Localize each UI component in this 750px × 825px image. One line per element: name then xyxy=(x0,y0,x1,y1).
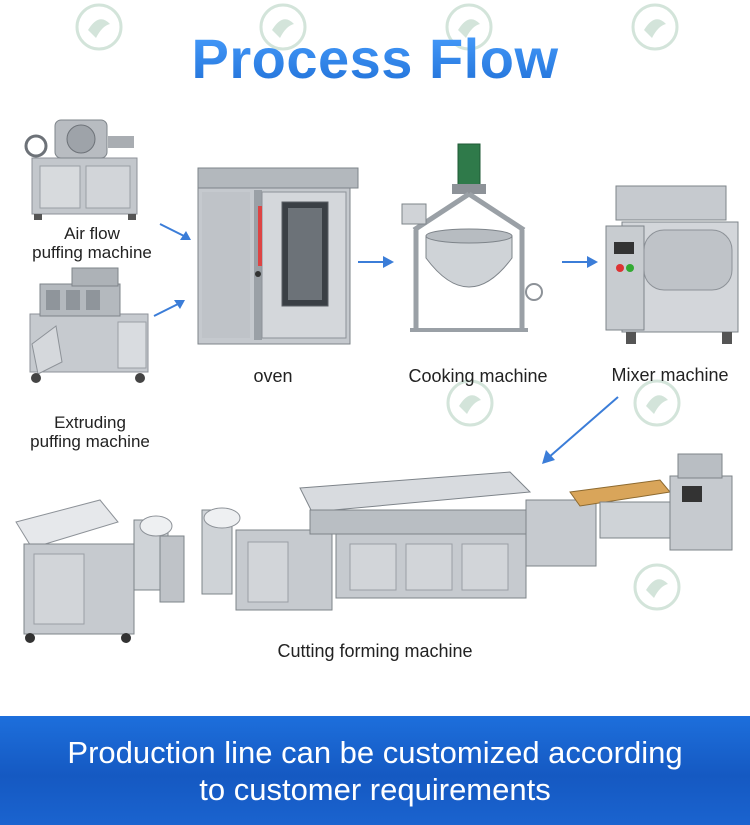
extruding-label-line1: Extruding xyxy=(54,413,126,432)
arrow-right-icon xyxy=(153,300,185,317)
extruding-puffing-machine-image xyxy=(29,267,149,383)
arrow-right-icon xyxy=(159,223,191,240)
cooking-machine-label: Cooking machine xyxy=(408,366,548,386)
cooking-kettle-image xyxy=(401,143,543,332)
mixer-machine-label: Mixer machine xyxy=(611,365,729,385)
watermark-logo-icon xyxy=(259,3,307,51)
extruding-puffing-machine-label: Extruding puffing machine xyxy=(20,413,160,451)
arrow-right-icon xyxy=(358,256,394,268)
bottom-banner xyxy=(0,716,750,825)
arrow-down-left-icon xyxy=(542,396,619,464)
watermark-logo-icon xyxy=(75,3,123,51)
arrow-right-icon xyxy=(562,256,598,268)
air-flow-label-line2: puffing machine xyxy=(32,243,152,262)
watermark-logo-icon xyxy=(633,379,681,427)
banner-line1: Production line can be customized accord… xyxy=(67,735,683,770)
banner-text: Production line can be customized accord… xyxy=(0,734,750,808)
air-flow-puffing-machine-image xyxy=(24,119,138,220)
watermark-logo-icon xyxy=(445,3,493,51)
watermark-logo-icon xyxy=(631,3,679,51)
oven-label: oven xyxy=(253,366,293,386)
watermark-logo-icon xyxy=(633,563,681,611)
page-title: Process Flow xyxy=(0,26,750,91)
air-flow-puffing-machine-label: Air flow puffing machine xyxy=(22,224,162,262)
cutting-forming-line-image xyxy=(15,453,733,643)
rotary-oven-image xyxy=(197,167,359,345)
extruding-label-line2: puffing machine xyxy=(30,432,150,451)
cutting-forming-machine-label: Cutting forming machine xyxy=(277,641,473,661)
mixer-machine-image xyxy=(605,185,739,344)
banner-line2: to customer requirements xyxy=(199,772,551,807)
watermark-logo-icon xyxy=(446,379,494,427)
air-flow-label-line1: Air flow xyxy=(64,224,120,243)
